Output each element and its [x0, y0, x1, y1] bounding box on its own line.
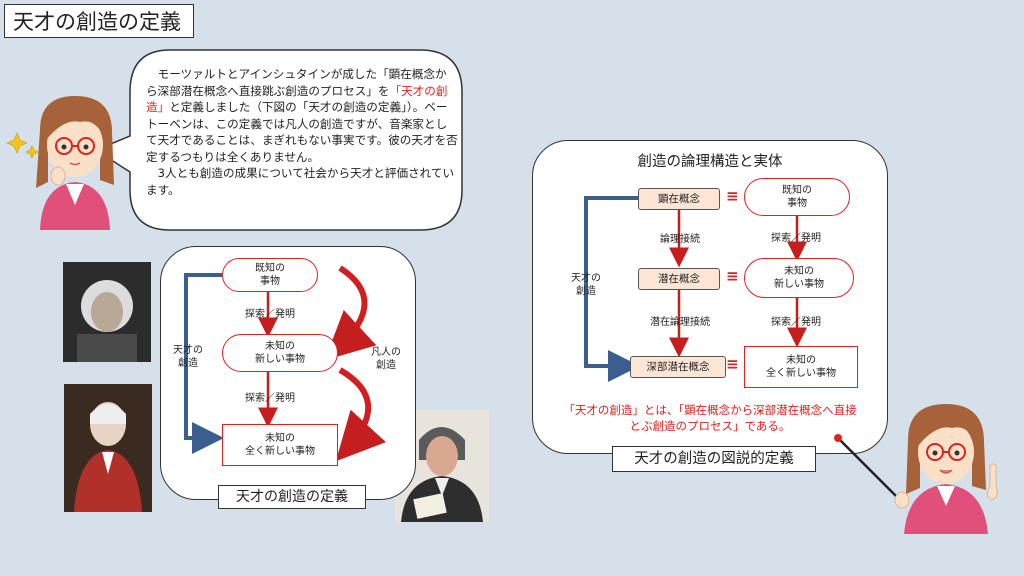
- right-label-logical-link: 論理接続: [660, 234, 700, 245]
- speech-paragraph-2: 3人とも創造の成果について社会から天才と評価されています。: [146, 165, 458, 198]
- speech-text-3: 3人とも創造の成果について社会から天才と評価されています。: [146, 166, 455, 197]
- mozart-portrait: [64, 384, 152, 512]
- portrait-figure: [74, 402, 142, 512]
- concept-deep-latent: 深部潜在概念: [630, 356, 726, 378]
- equiv-icon: ≡: [726, 187, 739, 205]
- speech-text-2: と定義しました（下図の「天才の創造の定義」）。ベートーベンは、この定義では凡人の…: [146, 100, 458, 164]
- equiv-icon: ≡: [726, 355, 739, 373]
- portrait-figure: [77, 280, 137, 362]
- right-node-unknown-new: 未知の 新しい事物: [744, 258, 854, 298]
- speech-text-1: モーツァルトとアインシュタインが成した「顕在概念から深部潜在概念へ直接跳ぶ創造の…: [146, 67, 447, 98]
- right-definition-text: 「天才の創造」とは、「顕在概念から深部潜在概念へ直接とぶ創造のプロセス」である。: [563, 403, 857, 433]
- concept-latent: 潜在概念: [638, 268, 720, 290]
- portrait-figure: [401, 427, 483, 522]
- left-diagram-caption: 天才の創造の定義: [218, 485, 366, 509]
- right-label-latent-logical-link: 潜在論理接続: [650, 317, 710, 328]
- left-label-search-1: 探索／発明: [245, 309, 295, 320]
- right-diagram-title: 創造の論理構造と実体: [637, 154, 783, 170]
- concept-manifest: 顕在概念: [638, 188, 720, 210]
- page-title: 天才の創造の定義: [4, 4, 194, 38]
- left-node-known: 既知の 事物: [222, 258, 318, 292]
- right-label-genius: 天才の 創造: [571, 273, 601, 297]
- left-label-ordinary: 凡人の 創造: [371, 347, 401, 371]
- right-label-search-2: 探索／発明: [771, 317, 821, 328]
- einstein-portrait: [63, 262, 151, 362]
- left-label-genius: 天才の 創造: [173, 345, 203, 369]
- left-node-unknown-all-new: 未知の 全く新しい事物: [222, 424, 338, 466]
- sparkle-icon: [6, 132, 39, 159]
- speech-highlight: 「天才の創造」: [146, 83, 448, 115]
- right-label-search-1: 探索／発明: [771, 233, 821, 244]
- right-node-unknown-all-new: 未知の 全く新しい事物: [744, 346, 858, 388]
- left-node-unknown-new: 未知の 新しい事物: [222, 334, 338, 372]
- speech-text: モーツァルトとアインシュタインが成した「顕在概念から深部潜在概念へ直接跳ぶ創造の…: [146, 66, 458, 198]
- equiv-icon: ≡: [726, 267, 739, 285]
- right-diagram-caption: 天才の創造の図説的定義: [612, 446, 816, 472]
- right-node-known: 既知の 事物: [744, 178, 850, 216]
- speech-paragraph-1: モーツァルトとアインシュタインが成した「顕在概念から深部潜在概念へ直接跳ぶ創造の…: [146, 66, 458, 165]
- left-label-search-2: 探索／発明: [245, 393, 295, 404]
